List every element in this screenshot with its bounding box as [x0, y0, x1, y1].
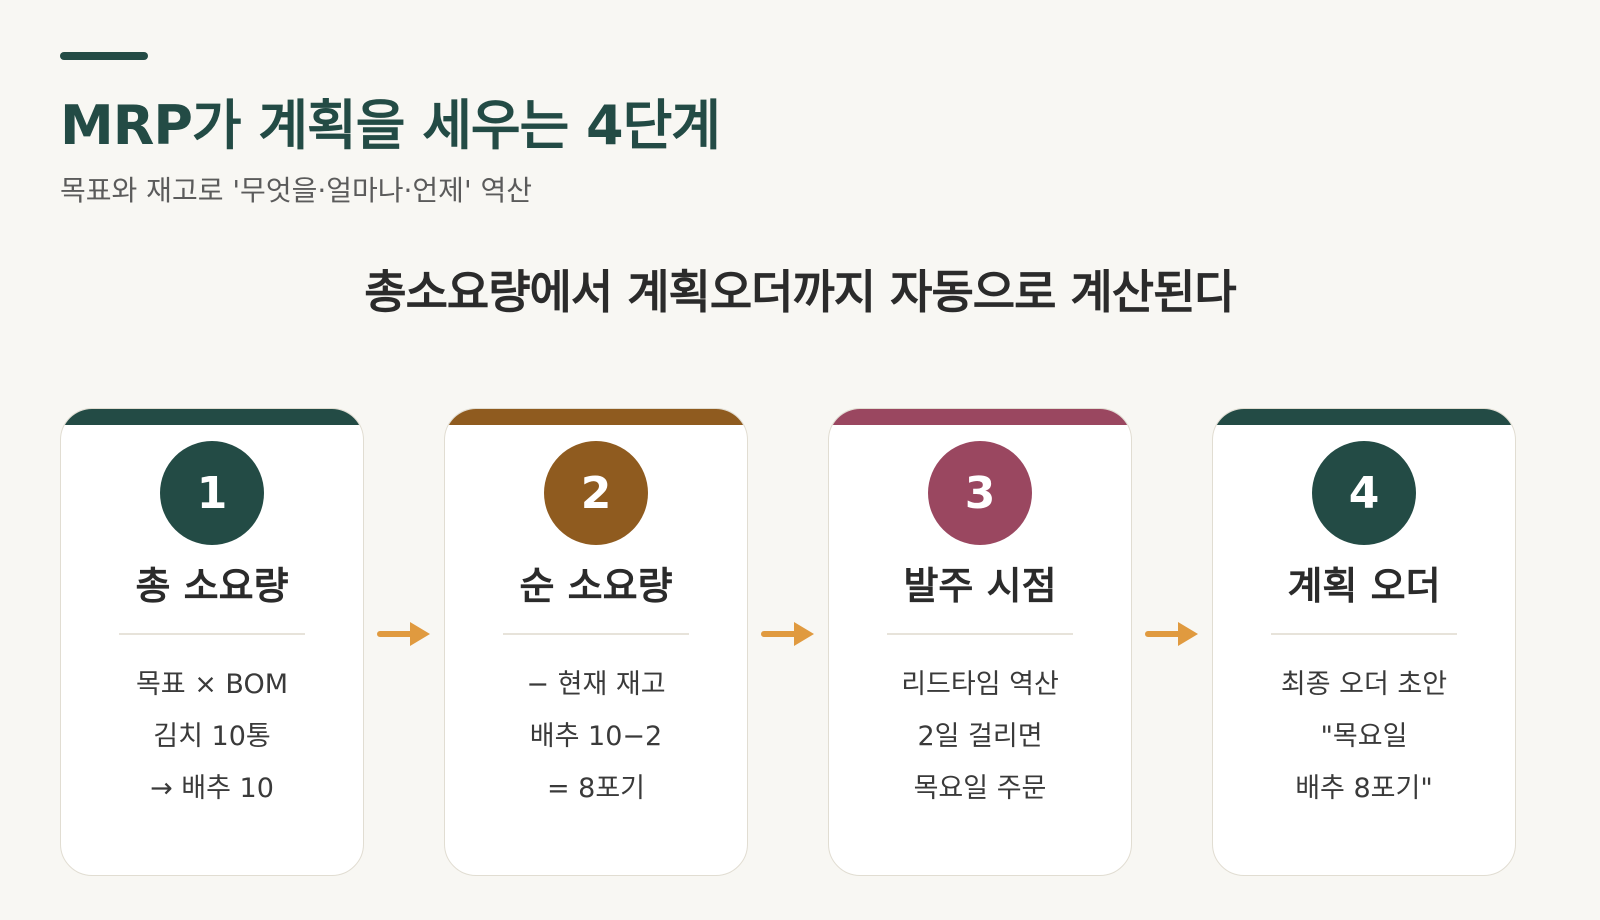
- step-number-badge: 1: [160, 441, 264, 545]
- step-divider: [1271, 633, 1457, 635]
- right-arrow-icon: [1145, 622, 1198, 646]
- card-topbar: [445, 409, 747, 425]
- step-number-badge: 2: [544, 441, 648, 545]
- step-line: 배추 10−2: [529, 721, 663, 752]
- step-card-2: 2 순 소요량 − 현재 재고 배추 10−2 = 8포기: [444, 408, 748, 876]
- diagram-headline: 총소요량에서 계획오더까지 자동으로 계산된다: [364, 265, 1236, 319]
- step-description: − 현재 재고 배추 10−2 = 8포기: [445, 659, 747, 815]
- card-topbar: [829, 409, 1131, 425]
- step-title: 계획 오더: [1287, 564, 1441, 608]
- step-number-badge: 4: [1312, 441, 1416, 545]
- step-divider: [119, 633, 305, 635]
- step-card-4: 4 계획 오더 최종 오더 초안 "목요일 배추 8포기": [1212, 408, 1516, 876]
- step-line: 김치 10통: [153, 721, 271, 752]
- step-title: 총 소요량: [135, 564, 289, 608]
- step-description: 목표 × BOM 김치 10통 → 배추 10: [61, 659, 363, 815]
- step-line: "목요일: [1320, 721, 1408, 752]
- right-arrow-icon: [377, 622, 430, 646]
- card-topbar: [61, 409, 363, 425]
- step-title: 순 소요량: [519, 564, 673, 608]
- step-line: 리드타임 역산: [901, 669, 1059, 700]
- page-title: MRP가 계획을 세우는 4단계: [60, 94, 721, 157]
- step-flow: 1 총 소요량 목표 × BOM 김치 10통 → 배추 10 2 순 소요량 …: [60, 408, 1540, 876]
- step-card-1: 1 총 소요량 목표 × BOM 김치 10통 → 배추 10: [60, 408, 364, 876]
- step-divider: [503, 633, 689, 635]
- step-line: − 현재 재고: [526, 669, 666, 700]
- accent-bar: [60, 52, 148, 60]
- step-description: 최종 오더 초안 "목요일 배추 8포기": [1213, 659, 1515, 815]
- step-title: 발주 시점: [903, 564, 1057, 608]
- step-divider: [887, 633, 1073, 635]
- step-line: 목요일 주문: [913, 773, 1047, 804]
- step-line: → 배추 10: [150, 773, 274, 804]
- right-arrow-icon: [761, 622, 814, 646]
- step-card-3: 3 발주 시점 리드타임 역산 2일 걸리면 목요일 주문: [828, 408, 1132, 876]
- card-topbar: [1213, 409, 1515, 425]
- page-subtitle: 목표와 재고로 '무엇을·얼마나·언제' 역산: [60, 174, 533, 207]
- step-number-badge: 3: [928, 441, 1032, 545]
- step-line: = 8포기: [546, 773, 646, 804]
- step-line: 최종 오더 초안: [1280, 669, 1448, 700]
- step-line: 목표 × BOM: [135, 669, 289, 700]
- step-line: 배추 8포기": [1295, 773, 1433, 804]
- step-line: 2일 걸리면: [917, 721, 1043, 752]
- step-description: 리드타임 역산 2일 걸리면 목요일 주문: [829, 659, 1131, 815]
